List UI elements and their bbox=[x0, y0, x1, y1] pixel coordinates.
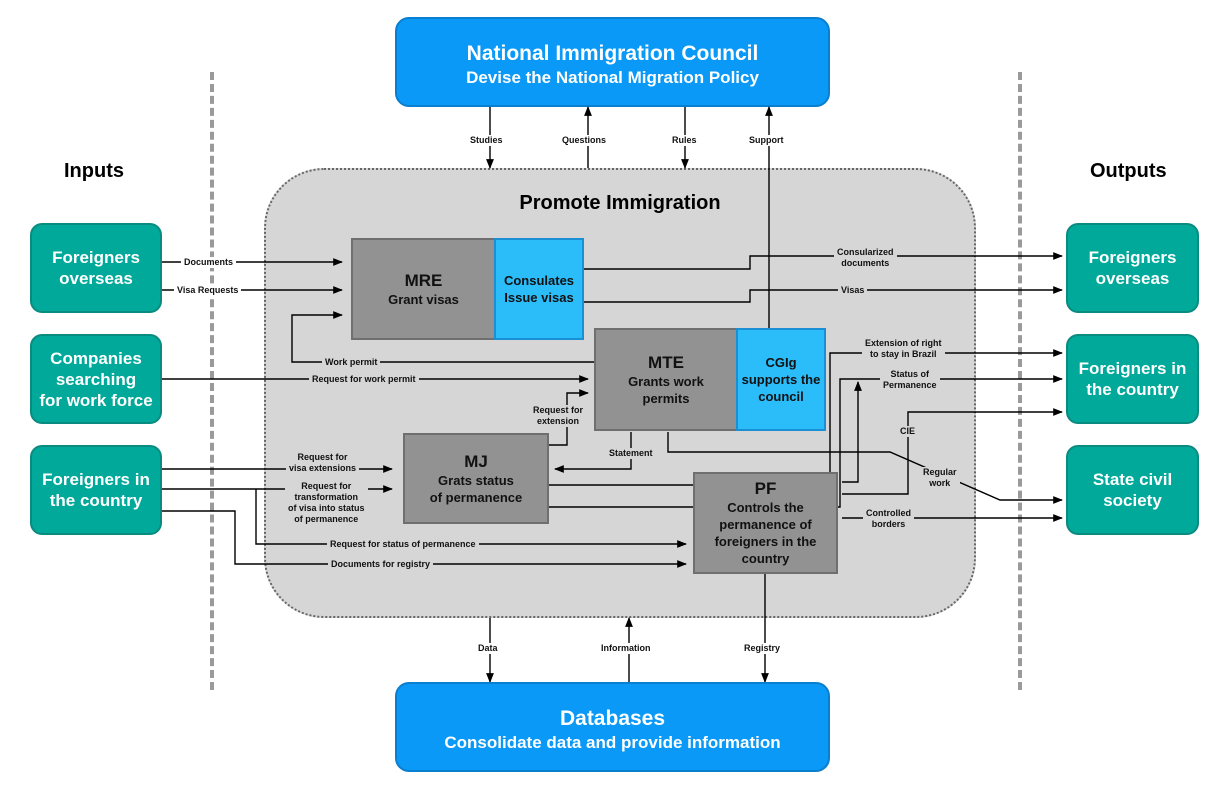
process-title: Promote Immigration bbox=[519, 192, 721, 214]
statement-arrow bbox=[554, 432, 632, 473]
transformation-label: Request for transformation of visa into … bbox=[285, 481, 368, 525]
council-title: National Immigration Council bbox=[466, 42, 759, 65]
request-status-permanence-label: Request for status of permanence bbox=[327, 539, 479, 550]
consulates-role: Consulates Issue visas bbox=[503, 273, 575, 305]
input-foreigners-in-country: Foreigners in the country bbox=[30, 445, 162, 535]
mj-box: MJ Grats status of permanence bbox=[403, 433, 549, 524]
national-immigration-council-box: National Immigration Council Devise the … bbox=[395, 17, 830, 107]
studies-label: Studies bbox=[467, 135, 506, 146]
support-label: Support bbox=[746, 135, 787, 146]
extension-right-label: Extension of right to stay in Brazil bbox=[862, 338, 945, 360]
data-label: Data bbox=[475, 643, 501, 654]
mte-box: MTE Grants work permits bbox=[594, 328, 738, 431]
output-foreigners-overseas: Foreigners overseas bbox=[1066, 223, 1199, 313]
mre-name: MRE bbox=[404, 270, 443, 290]
cie-arrow bbox=[842, 408, 1063, 495]
cie-label: CIE bbox=[897, 426, 919, 437]
documents-label: Documents bbox=[181, 257, 237, 268]
documents-registry-arrow bbox=[162, 510, 687, 568]
input-companies: Companies searching for work force bbox=[30, 334, 162, 424]
output-label: State civil society bbox=[1092, 470, 1173, 510]
consularized-docs-arrow bbox=[584, 252, 1063, 270]
status-permanence-label: Status of Permanence bbox=[880, 369, 940, 391]
input-foreigners-overseas: Foreigners overseas bbox=[30, 223, 162, 313]
documents-registry-label: Documents for registry bbox=[328, 559, 434, 570]
databases-title: Databases bbox=[559, 707, 666, 730]
visa-extensions-label: Request for visa extensions bbox=[286, 452, 360, 474]
visas-label: Visas bbox=[838, 285, 868, 296]
visas-arrow bbox=[584, 286, 1063, 303]
pf-name: PF bbox=[754, 479, 777, 498]
outputs-heading: Outputs bbox=[1090, 160, 1167, 182]
output-state-civil-society: State civil society bbox=[1066, 445, 1199, 535]
databases-subtitle: Consolidate data and provide information bbox=[444, 733, 781, 752]
consulates-box: Consulates Issue visas bbox=[494, 238, 584, 340]
work-permit-label: Work permit bbox=[322, 357, 381, 368]
pf-status-arrow bbox=[842, 381, 862, 483]
inputs-separator bbox=[210, 72, 214, 690]
council-subtitle: Devise the National Migration Policy bbox=[466, 68, 759, 87]
request-work-permit-label: Request for work permit bbox=[309, 374, 419, 385]
mte-name: MTE bbox=[648, 352, 684, 372]
pf-box: PF Controls the permanence of foreigners… bbox=[693, 472, 838, 574]
input-label: Foreigners in the country bbox=[42, 470, 150, 510]
information-label: Information bbox=[598, 643, 654, 654]
cgig-box: CGIg supports the council bbox=[736, 328, 826, 431]
controlled-borders-label: Controlled borders bbox=[863, 508, 914, 530]
inputs-heading: Inputs bbox=[64, 160, 124, 182]
databases-box: Databases Consolidate data and provide i… bbox=[395, 682, 830, 772]
output-label: Foreigners in the country bbox=[1078, 359, 1187, 399]
input-label: Foreigners overseas bbox=[52, 248, 140, 288]
output-label: Foreigners overseas bbox=[1088, 248, 1177, 288]
outputs-separator bbox=[1018, 72, 1022, 690]
registry-label: Registry bbox=[741, 643, 784, 654]
rules-label: Rules bbox=[669, 135, 700, 146]
consularized-docs-label: Consularized documents bbox=[834, 247, 897, 269]
questions-label: Questions bbox=[559, 135, 610, 146]
extension-right-arrow bbox=[548, 349, 1063, 486]
mj-name: MJ bbox=[464, 451, 488, 471]
mj-role: Grats status of permanence bbox=[429, 472, 523, 505]
cgig-role: CGIg supports the council bbox=[741, 355, 821, 404]
output-foreigners-in-country: Foreigners in the country bbox=[1066, 334, 1199, 424]
mte-role: Grants work permits bbox=[628, 373, 704, 406]
regular-work-arrow bbox=[667, 432, 1063, 504]
mre-box: MRE Grant visas bbox=[351, 238, 496, 340]
pf-role: Controls the permanence of foreigners in… bbox=[714, 500, 817, 566]
regular-work-label: Regular work bbox=[920, 467, 960, 489]
statement-label: Statement bbox=[606, 448, 656, 459]
request-extension-label: Request for extension bbox=[530, 405, 587, 427]
input-label: Companies searching for work force bbox=[39, 348, 153, 410]
work-permit-arrow bbox=[291, 311, 594, 363]
visa-requests-label: Visa Requests bbox=[174, 285, 242, 296]
status-permanence-request-arrow bbox=[255, 489, 687, 548]
mre-role: Grant visas bbox=[388, 291, 459, 307]
